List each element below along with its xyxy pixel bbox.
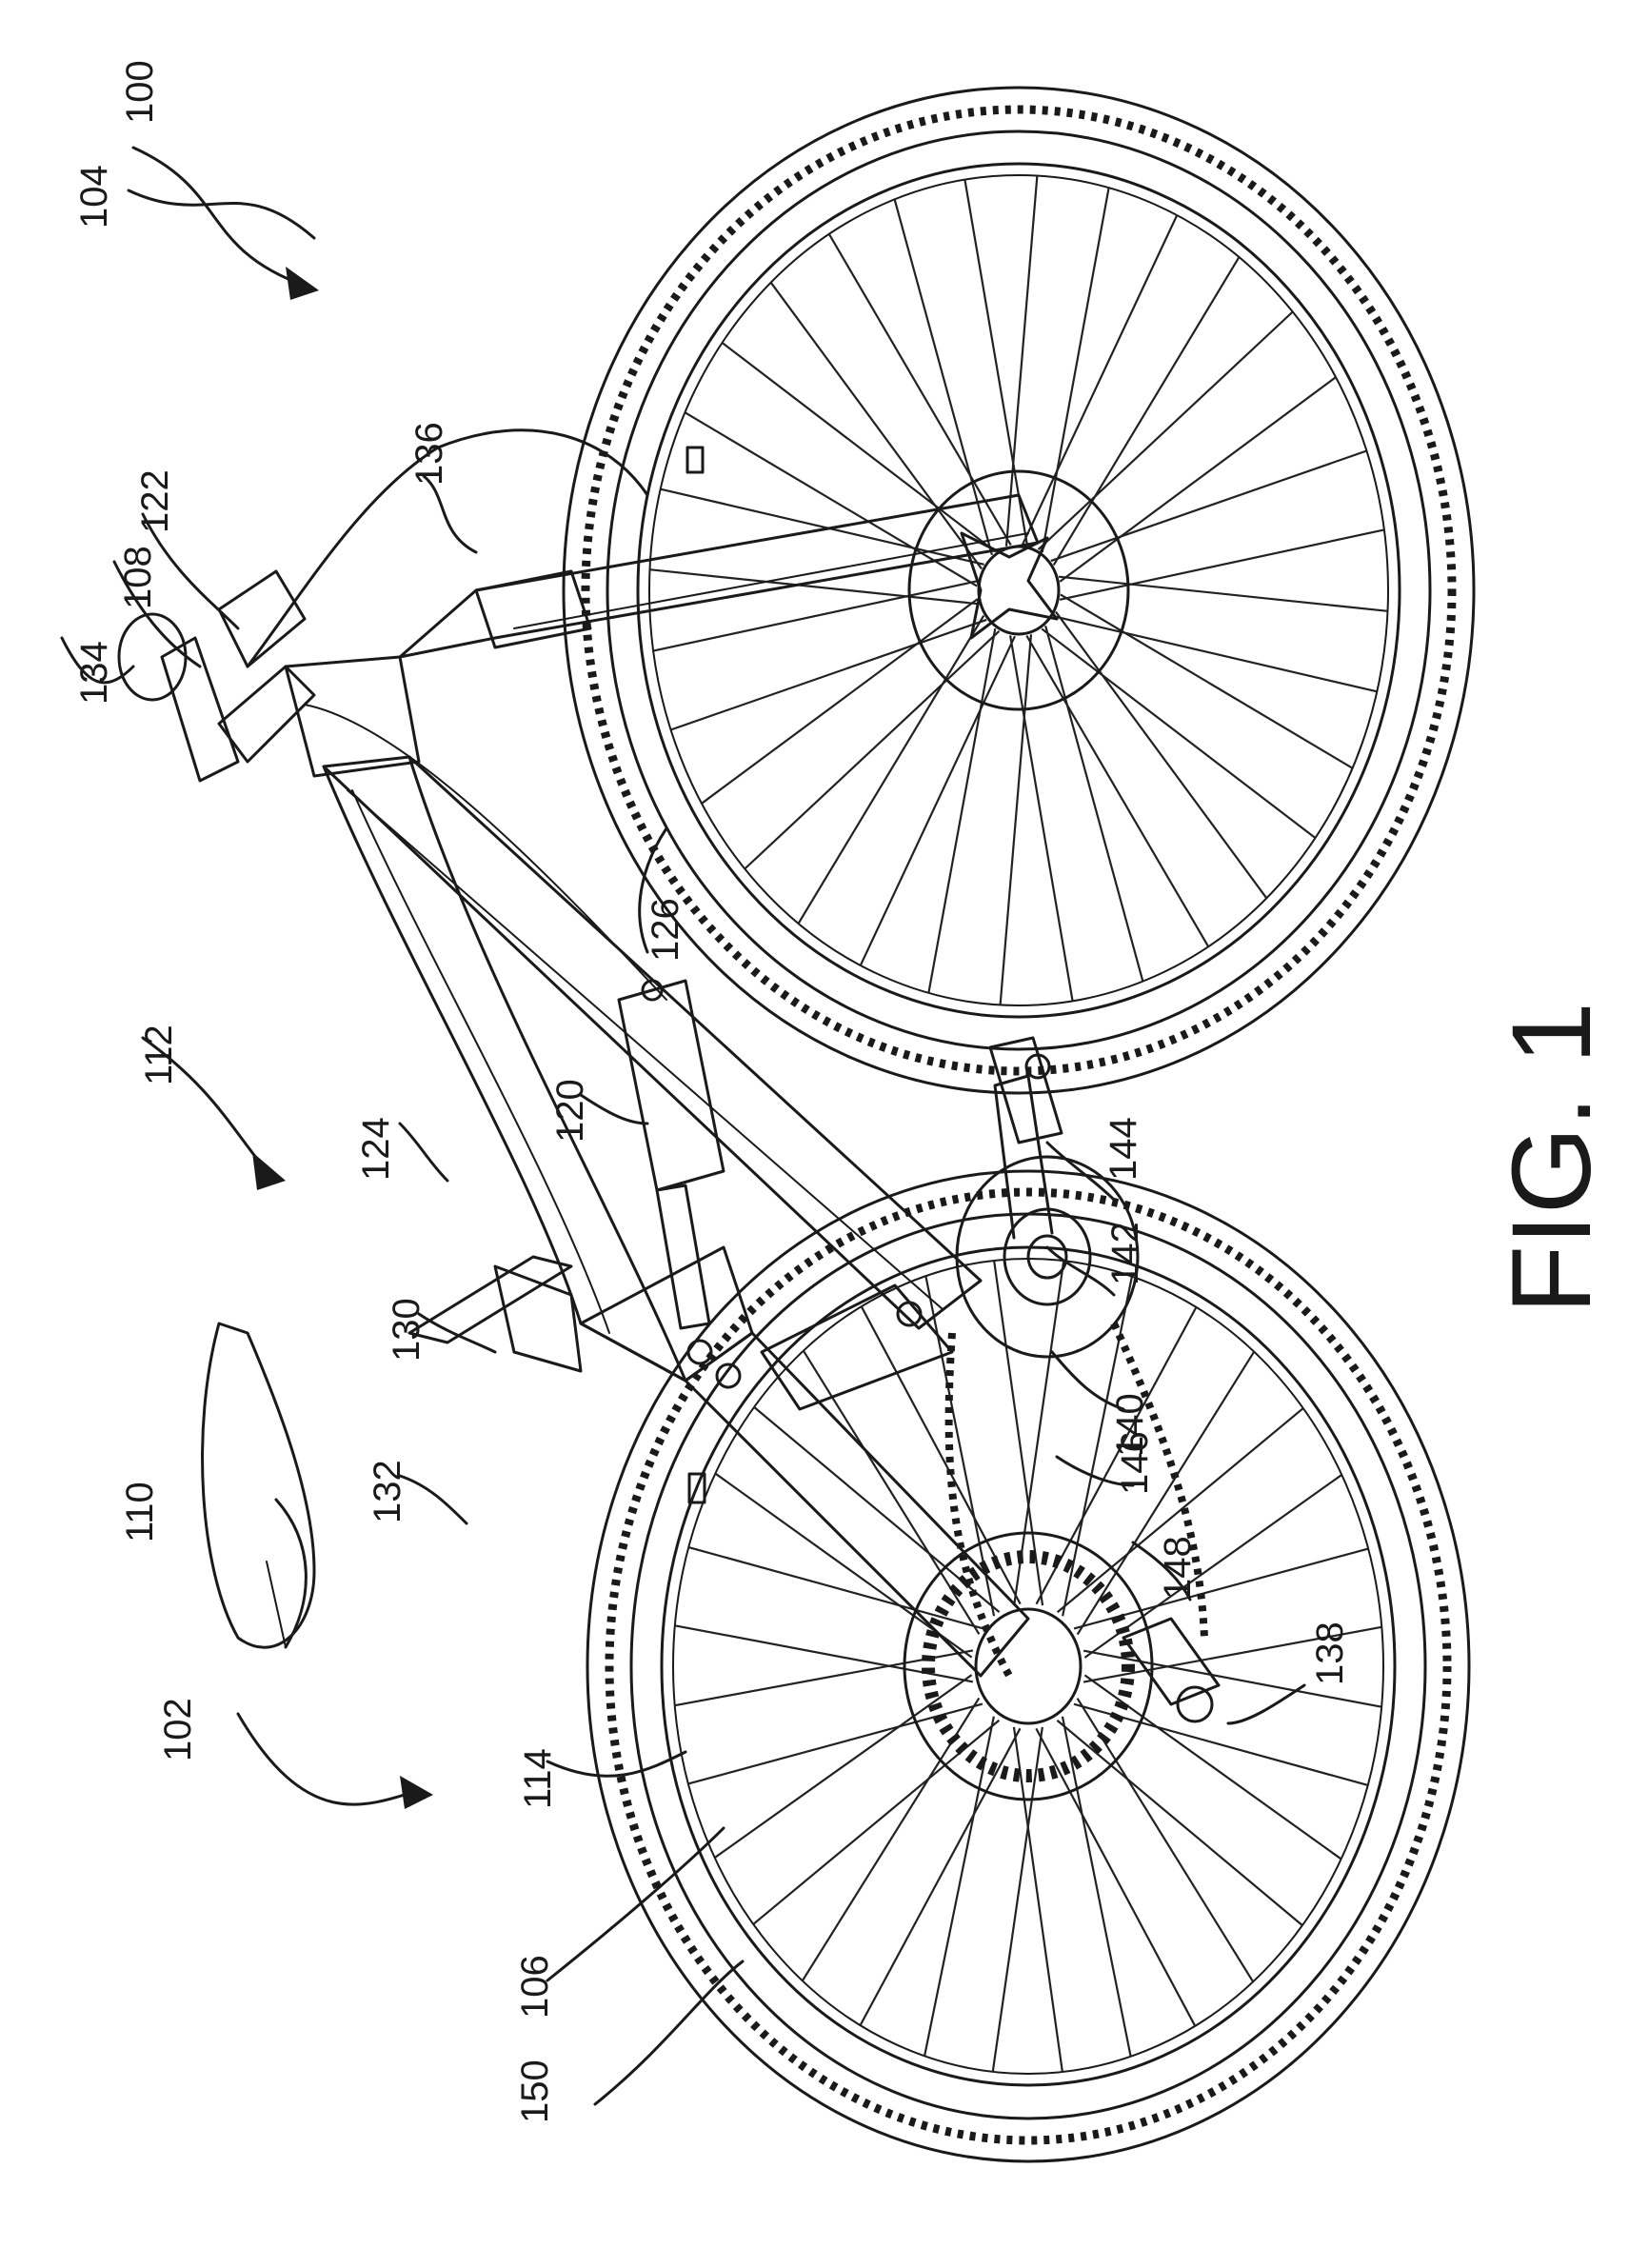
front-wheel xyxy=(564,88,1474,1093)
spoke xyxy=(1014,1727,1063,2072)
spoke xyxy=(1023,215,1177,545)
label-142: 142 xyxy=(1104,1222,1146,1285)
label-130: 130 xyxy=(386,1298,427,1362)
pivot-1 xyxy=(688,1341,711,1363)
figure-caption: FIG. 1 xyxy=(1489,1002,1615,1314)
label-114: 114 xyxy=(517,1748,559,1809)
pivot-3 xyxy=(898,1303,921,1325)
rear-rim xyxy=(662,1247,1395,2085)
front-valve xyxy=(687,448,703,472)
leader-136 xyxy=(424,476,476,552)
leader-104 xyxy=(129,190,314,238)
saddle-edge xyxy=(267,1562,286,1647)
seat-cluster xyxy=(581,1247,752,1381)
label-104: 104 xyxy=(73,165,115,229)
spoke xyxy=(861,636,1015,965)
label-136: 136 xyxy=(408,422,450,486)
leader-124 xyxy=(400,1124,447,1181)
spoke xyxy=(928,628,995,993)
label-124: 124 xyxy=(355,1117,397,1181)
fork-crown xyxy=(476,571,590,647)
spoke xyxy=(804,1351,979,1635)
label-146: 146 xyxy=(1114,1431,1156,1495)
label-126: 126 xyxy=(645,898,686,962)
label-134: 134 xyxy=(73,641,115,705)
spoke xyxy=(702,599,978,804)
spoke xyxy=(1026,636,1208,947)
label-108: 108 xyxy=(117,546,159,609)
front-brake-rotor xyxy=(909,471,1128,709)
top-tube-edge xyxy=(352,790,609,1333)
label-102: 102 xyxy=(157,1698,199,1761)
label-110: 110 xyxy=(119,1482,161,1542)
crank-spindle xyxy=(1004,1209,1090,1304)
rear-cassette-teeth xyxy=(928,1557,1128,1776)
grip-end xyxy=(119,614,186,700)
label-122: 122 xyxy=(134,469,176,533)
front-tire-outer xyxy=(564,88,1474,1093)
spoke xyxy=(1001,634,1031,1005)
saddle xyxy=(203,1323,314,1647)
front-rim xyxy=(638,164,1400,1017)
label-106: 106 xyxy=(514,1955,556,2019)
spoke xyxy=(661,489,984,565)
spoke xyxy=(1061,594,1353,767)
shock-body xyxy=(619,981,724,1190)
label-138: 138 xyxy=(1309,1621,1351,1685)
spoke xyxy=(1059,577,1387,611)
handlebar xyxy=(162,638,238,781)
front-tire-inner xyxy=(607,131,1430,1049)
reference-numerals: 100 102 104 106 108 110 112 114 120 122 … xyxy=(73,60,1351,2123)
label-112: 112 xyxy=(138,1025,180,1085)
arrow-112 xyxy=(252,1152,286,1190)
down-tube-edge xyxy=(348,790,943,1309)
spoke xyxy=(1057,1721,1301,1925)
rear-shock xyxy=(619,981,724,1328)
rear-cassette xyxy=(904,1533,1152,1800)
label-132: 132 xyxy=(367,1460,408,1523)
label-144: 144 xyxy=(1103,1117,1144,1181)
spoke xyxy=(649,569,978,604)
leader-100 xyxy=(133,148,305,286)
seat-post xyxy=(409,1257,571,1343)
spoke xyxy=(1043,188,1109,552)
rear-hub xyxy=(976,1609,1081,1723)
spoke xyxy=(829,234,1011,546)
label-100: 100 xyxy=(119,60,161,124)
spoke xyxy=(1006,176,1037,547)
arrow-102 xyxy=(400,1776,433,1809)
leader-102 xyxy=(238,1714,419,1804)
leader-106 xyxy=(547,1828,724,1980)
front-hub xyxy=(979,547,1059,634)
label-148: 148 xyxy=(1157,1536,1199,1600)
leader-132 xyxy=(400,1476,467,1523)
label-150: 150 xyxy=(514,2059,556,2123)
shock-shaft xyxy=(657,1185,709,1328)
leader-150 xyxy=(595,1961,743,2104)
drivetrain xyxy=(949,1038,1219,1721)
spoke xyxy=(1060,377,1336,582)
rear-tire-inner xyxy=(631,1214,1425,2119)
arrow-100 xyxy=(286,267,319,300)
label-120: 120 xyxy=(549,1079,591,1143)
seat-tube-top xyxy=(495,1266,581,1371)
spoke xyxy=(1053,616,1377,691)
chain-lower xyxy=(949,1333,1009,1676)
fork-edge xyxy=(514,533,1028,628)
brake-lever xyxy=(219,571,305,666)
jockey-wheel xyxy=(1178,1687,1212,1721)
